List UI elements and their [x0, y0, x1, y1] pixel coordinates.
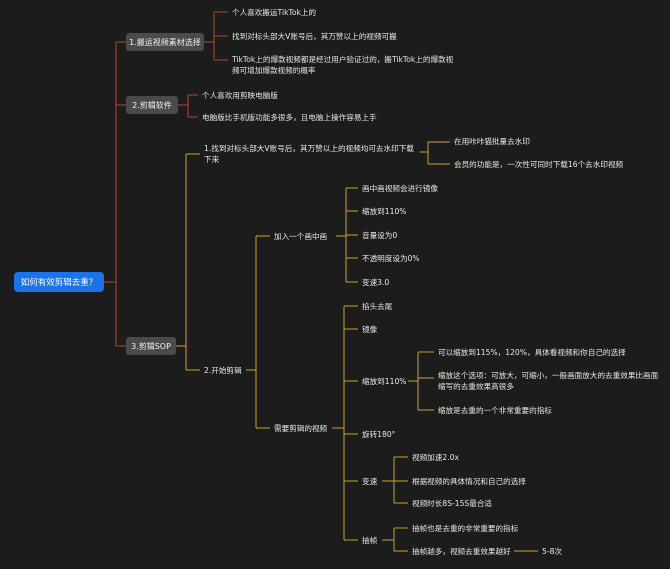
step1-title: 1.找到对标头部大V账号后，其万赞以上的视频均可去水印下载下来	[204, 144, 414, 164]
frames-note: 5-8次	[542, 547, 562, 556]
pip-item-2: 缩放到110%	[362, 207, 407, 216]
b1-item-3: TikTok上的爆款视频都是经过用户验证过的，搬TikTok上的爆款视频可增加爆…	[232, 55, 454, 75]
branch-node-material-selection[interactable]: 1.搬运视频素材选择	[126, 33, 204, 51]
pip-item-5: 变速3.0	[362, 278, 390, 287]
video-speed-title: 变速	[362, 477, 378, 486]
pip-title: 加入一个画中画	[274, 232, 328, 241]
b2-item-1: 个人喜欢用剪映电脑版	[202, 91, 278, 100]
zoom-item-1: 可以缩放到115%，120%，具体看视频和你自己的选择	[438, 348, 626, 357]
video-zoom-title: 缩放到110%	[362, 377, 407, 386]
step1-item-1: 在用咔咔猫批量去水印	[454, 137, 530, 146]
b1-item-1: 个人喜欢搬运TikTok上的	[232, 8, 317, 17]
pip-item-4: 不透明度设为0%	[362, 254, 420, 263]
video-rotate: 旋转180°	[362, 430, 396, 439]
step2-title: 2.开始剪辑	[204, 366, 242, 375]
b1-item-2: 找到对标头部大V账号后，其万赞以上的视频可搬	[232, 32, 397, 41]
pip-item-1: 画中画视频会进行镜像	[362, 184, 438, 193]
video-title: 需要剪辑的视频	[274, 424, 328, 433]
pip-item-3: 音量设为0	[362, 231, 398, 240]
branch-node-editing-software[interactable]: 2.剪辑软件	[126, 96, 178, 114]
frames-item-1: 抽帧也是去重的非常重要的指标	[412, 524, 519, 533]
video-frames-title: 抽帧	[362, 536, 378, 545]
video-cut: 掐头去尾	[362, 302, 393, 311]
zoom-item-3: 缩放是去重的一个非常重要的指标	[438, 406, 552, 415]
speed-item-3: 视频时长8S-15S最合适	[412, 499, 493, 508]
frames-item-2: 抽帧越多，视频去重效果越好	[412, 547, 511, 556]
root-node[interactable]: 如何有效剪辑去重？	[14, 272, 104, 292]
speed-item-2: 根据视频的具体情况和自己的选择	[412, 477, 526, 486]
b2-item-2: 电脑版比手机版功能多很多，且电脑上操作容易上手	[202, 113, 377, 122]
speed-item-1: 视频加速2.0x	[412, 453, 459, 462]
branch-node-editing-sop[interactable]: 3.剪辑SOP	[126, 337, 176, 355]
zoom-item-2: 缩放这个选项：可放大，可缩小，一般画面放大的去重效果比画面缩写的去重效果高很多	[438, 371, 659, 391]
video-mirror: 镜像	[362, 325, 378, 334]
step1-item-2: 会员的功能是，一次性可同时下载16个去水印视频	[454, 160, 624, 169]
